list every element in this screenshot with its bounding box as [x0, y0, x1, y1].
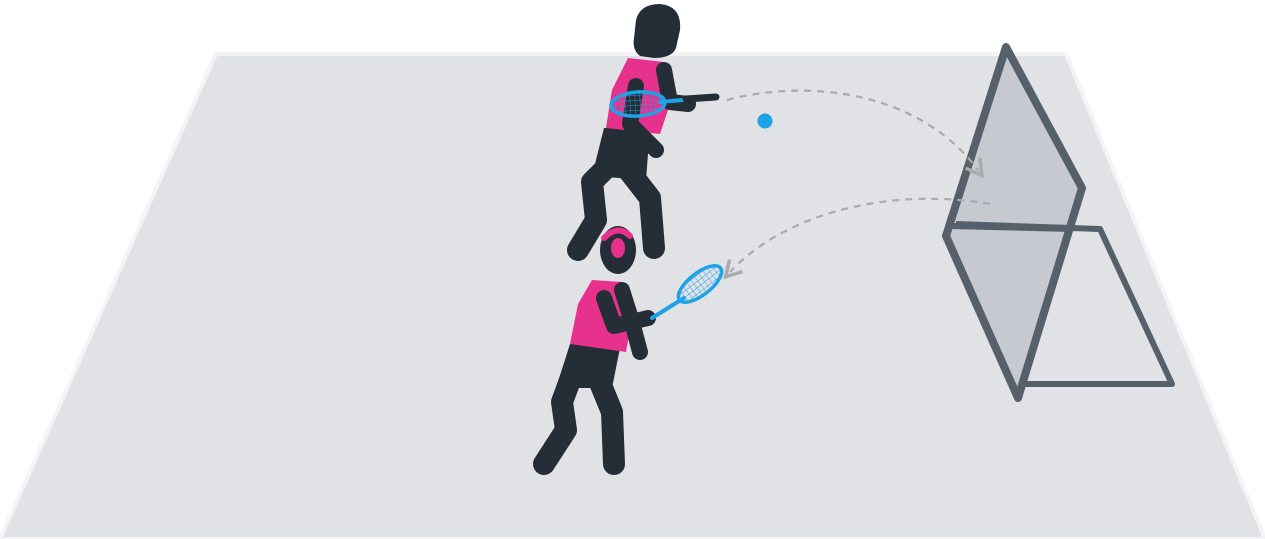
player-front-ear-pad — [611, 238, 625, 258]
rebound-net-crossbar — [950, 226, 1072, 229]
player-back-head — [634, 4, 681, 58]
tennis-ball-icon — [758, 114, 773, 129]
